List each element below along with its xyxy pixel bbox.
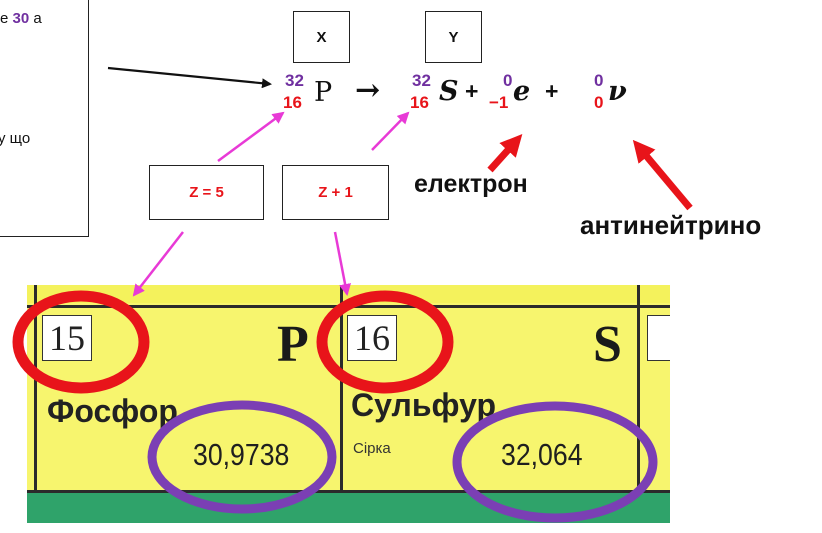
y-label: Y (448, 28, 459, 46)
s-charge-number: 16 (410, 93, 429, 112)
z-arrow-up (217, 111, 285, 163)
atomic-number-16: 16 (347, 315, 397, 361)
electron-mass-number: 0 (503, 71, 513, 90)
z-equals-text: Z = (189, 184, 212, 201)
antineutrino-charge-number: 0 (594, 93, 604, 112)
element-symbol-s: S (593, 316, 622, 373)
s-symbol: S (439, 76, 459, 107)
y-label-box: Y (425, 11, 482, 63)
antineutrino-symbol: ν (608, 76, 627, 107)
antineutrino-arrow (632, 139, 693, 211)
cell-border (27, 490, 670, 493)
p-charge-number: 16 (283, 93, 302, 112)
explanation-text-box: е 30 а у що (0, 0, 89, 237)
atomic-mass-phosphorus: 30,9738 (193, 437, 290, 472)
element-name-sulfur: Сульфур (351, 387, 496, 423)
z-plus-one-box: Z + 1 (282, 165, 389, 220)
cell-border (34, 285, 37, 523)
antineutrino-mass-number: 0 (594, 71, 604, 90)
pointer-arrow (107, 66, 272, 89)
z-equals-value: 5 (215, 184, 224, 201)
text-box-line-2: у що (0, 130, 31, 147)
cell-border (340, 285, 343, 523)
cell-border (637, 285, 640, 523)
plus-sign-2: + (545, 78, 559, 104)
text-box-line-1: е 30 а (0, 10, 42, 27)
electron-charge-number: −1 (489, 93, 509, 112)
x-label-box: X (293, 11, 350, 63)
next-row-green (27, 493, 670, 523)
line1-suffix: а (29, 10, 42, 27)
periodic-table-fragment: 15 P Фосфор 30,9738 16 S Сульфур Сірка 3… (27, 285, 670, 523)
atomic-mass-sulfur: 32,064 (501, 437, 583, 472)
electron-label: електрон (414, 170, 528, 198)
z-plus-value: 1 (344, 184, 353, 201)
element-subname-sirka: Сірка (353, 440, 391, 457)
s-mass-number: 32 (412, 71, 431, 90)
cell-border (27, 305, 670, 308)
plus-sign-1: + (465, 78, 479, 104)
antineutrino-label: антинейтрино (580, 210, 762, 240)
element-symbol-p: P (277, 316, 309, 373)
atomic-number-15: 15 (42, 315, 92, 361)
electron-symbol: e (513, 76, 531, 107)
element-name-phosphorus: Фосфор (47, 393, 178, 429)
line1-number: 30 (12, 10, 30, 27)
x-label: X (316, 28, 327, 46)
reaction-arrow: → (355, 73, 381, 108)
p-symbol: P (314, 77, 333, 108)
z-plus-text: Z + (318, 184, 341, 201)
electron-arrow (487, 134, 523, 173)
line1-prefix: е (0, 10, 9, 27)
z-plus-arrow-up (371, 111, 410, 151)
p-mass-number: 32 (285, 71, 304, 90)
z-equals-box: Z = 5 (149, 165, 264, 220)
next-cell-number-box (647, 315, 670, 361)
table-top-strip (27, 285, 670, 303)
